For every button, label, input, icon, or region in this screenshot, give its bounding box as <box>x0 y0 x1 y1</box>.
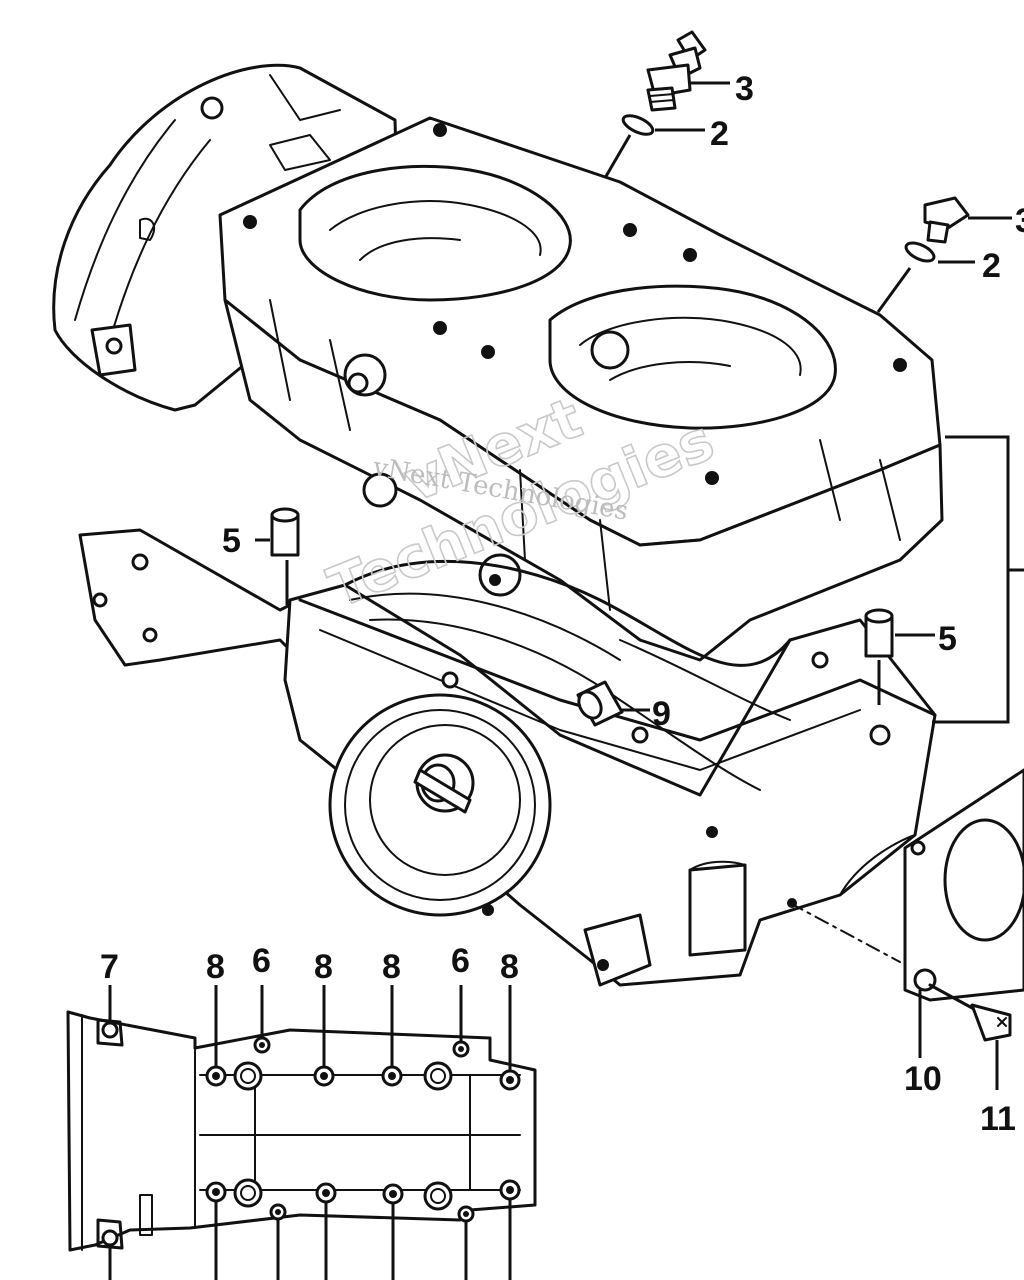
dowel-part-5b <box>864 608 894 658</box>
upper-crankcase <box>52 63 944 662</box>
washer-part-2a <box>621 114 655 136</box>
sleeve-part-9 <box>576 680 624 727</box>
washer-part-2b <box>904 241 936 263</box>
lower-crankcase <box>78 528 937 987</box>
callout-7: 7 <box>100 948 119 986</box>
gasket-part-10 <box>903 768 1024 1002</box>
leader-lines <box>255 81 1012 1090</box>
callout-2b: 2 <box>982 247 1001 285</box>
callout-6a: 6 <box>252 942 271 980</box>
callout-6b: 6 <box>451 942 470 980</box>
screw-part-11 <box>928 983 1012 1042</box>
callout-labels: 3 2 3 2 5 5 9 10 11 7 8 6 8 8 6 8 <box>100 70 1024 1138</box>
alignment-line <box>789 902 901 963</box>
callout-9: 9 <box>652 695 671 733</box>
dowel-part-5a <box>270 507 300 557</box>
callout-3b: 3 <box>1015 202 1024 240</box>
callout-2a: 2 <box>710 115 729 153</box>
callout-8a: 8 <box>206 948 225 986</box>
inset-bolt-pattern <box>66 985 537 1280</box>
callout-8c: 8 <box>382 948 401 986</box>
callout-11: 11 <box>980 1100 1016 1138</box>
group-bracket <box>932 435 1010 724</box>
callout-8b: 8 <box>314 948 333 986</box>
callout-8d: 8 <box>500 948 519 986</box>
callout-3a: 3 <box>735 70 754 108</box>
plug-part-3b <box>923 196 970 244</box>
fitting-part-3 <box>646 30 707 112</box>
callout-10: 10 <box>904 1060 942 1098</box>
callout-5b: 5 <box>938 620 957 658</box>
callout-5a: 5 <box>222 522 241 560</box>
